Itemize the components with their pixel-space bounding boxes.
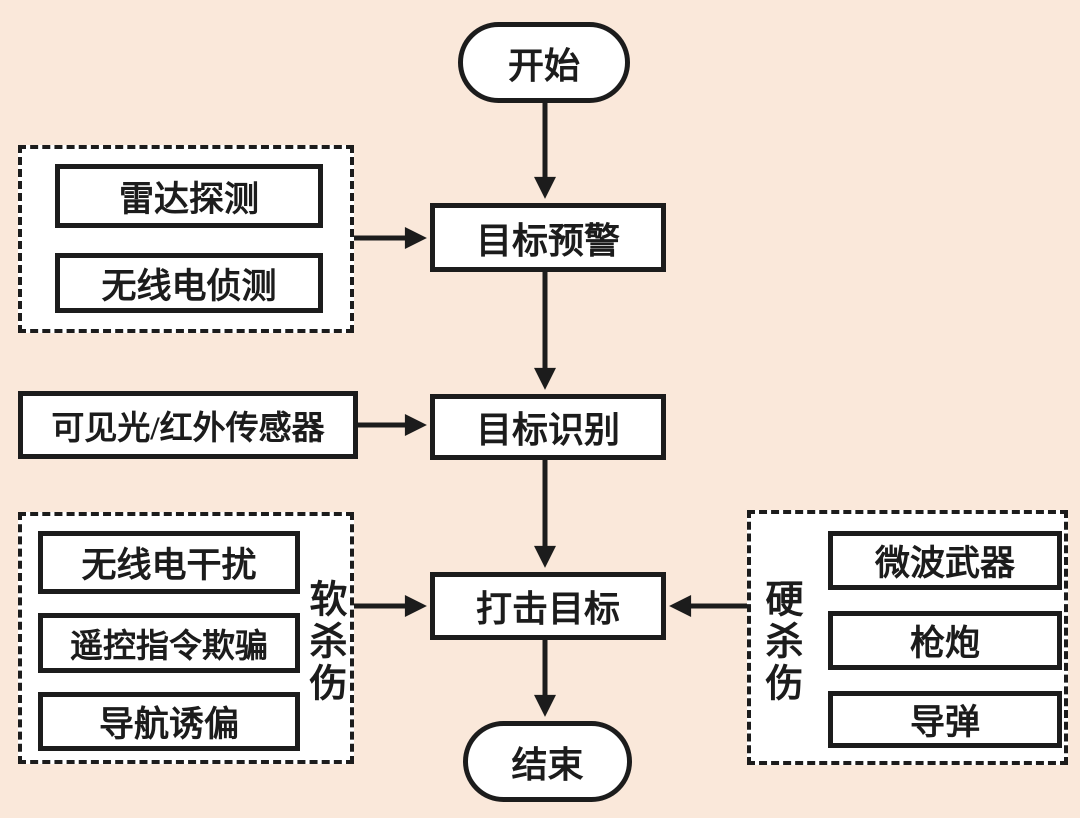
hard-kill-group: 硬杀伤 微波武器 枪炮 导弹 bbox=[747, 510, 1068, 765]
navigation-decoy-box: 导航诱偏 bbox=[38, 692, 300, 751]
microwave-weapon-box: 微波武器 bbox=[828, 531, 1062, 590]
end-terminal: 结束 bbox=[463, 721, 632, 802]
gun-cannon-box: 枪炮 bbox=[828, 611, 1062, 670]
hard-kill-label: 硬杀伤 bbox=[759, 579, 801, 705]
missile-box: 导弹 bbox=[828, 691, 1062, 748]
soft-kill-group: 无线电干扰 遥控指令欺骗 导航诱偏 软杀伤 bbox=[18, 512, 354, 764]
radar-detection-box: 雷达探测 bbox=[55, 164, 323, 228]
detection-group: 雷达探测 无线电侦测 bbox=[18, 145, 354, 333]
radio-detection-box: 无线电侦测 bbox=[55, 253, 323, 313]
target-warning-box: 目标预警 bbox=[430, 203, 666, 272]
target-identification-box: 目标识别 bbox=[430, 394, 666, 460]
strike-target-box: 打击目标 bbox=[430, 572, 666, 640]
radio-jamming-box: 无线电干扰 bbox=[38, 531, 300, 594]
start-terminal: 开始 bbox=[458, 22, 630, 103]
visible-ir-sensor-box: 可见光/红外传感器 bbox=[18, 391, 358, 459]
soft-kill-label: 软杀伤 bbox=[303, 579, 345, 705]
remote-command-spoofing-box: 遥控指令欺骗 bbox=[38, 613, 300, 673]
